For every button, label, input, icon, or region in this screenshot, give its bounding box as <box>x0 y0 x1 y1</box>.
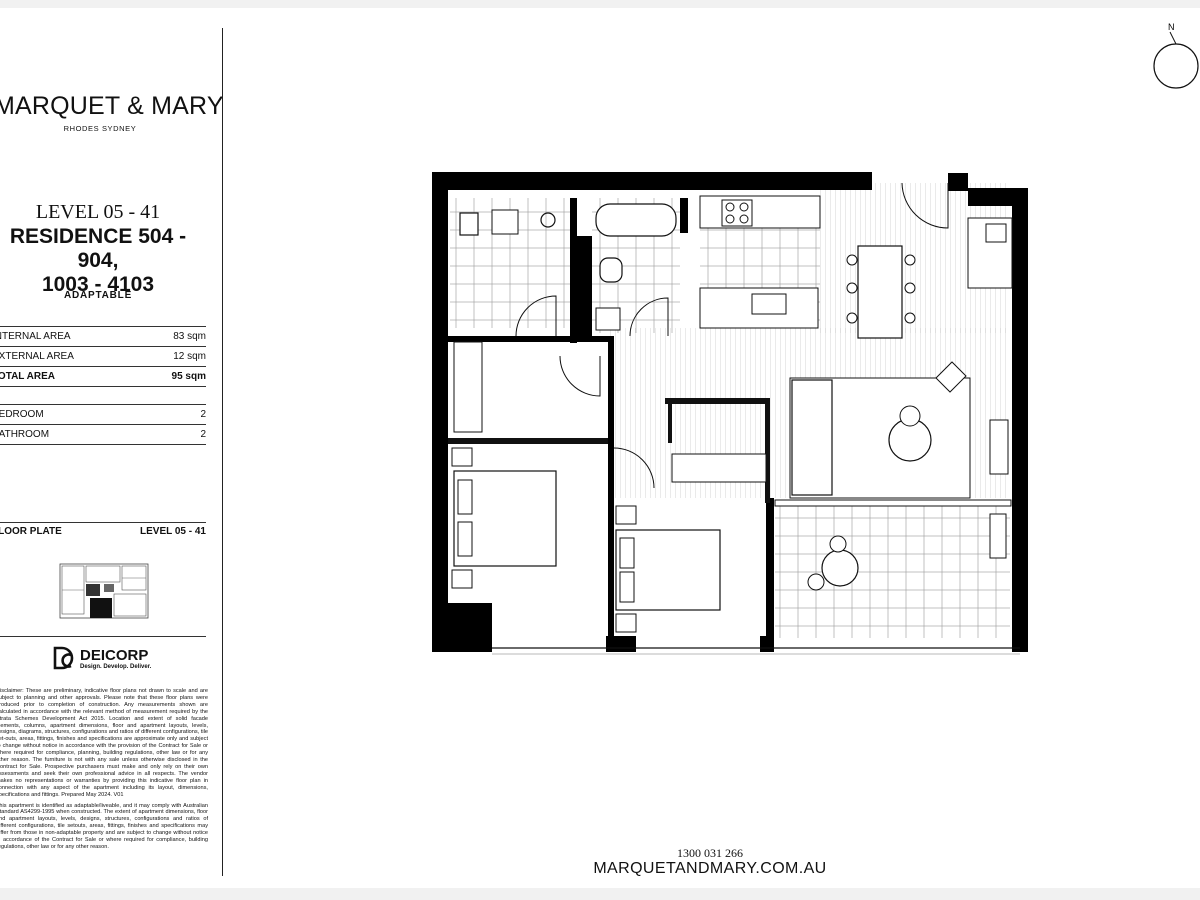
armchair-icon <box>935 361 967 393</box>
website-link[interactable]: MARQUETANDMARY.COM.AU <box>593 860 827 877</box>
room-value: 2 <box>200 429 206 440</box>
bedside-table <box>615 613 637 633</box>
door-swing-icon <box>901 182 949 229</box>
door-swing-icon <box>515 295 557 337</box>
basin-icon <box>491 209 519 235</box>
panel-divider <box>222 28 223 876</box>
area-table: INTERNAL AREA 83 sqm EXTERNAL AREA 12 sq… <box>0 326 206 387</box>
floor-plate-label: FLOOR PLATE <box>0 526 62 537</box>
area-row: EXTERNAL AREA 12 sqm <box>0 347 206 367</box>
north-label: N <box>1168 22 1175 32</box>
phone-number: 1300 031 266 <box>677 846 743 860</box>
bathtub-icon <box>595 203 677 237</box>
wardrobe <box>453 341 483 433</box>
wall-interior <box>448 336 608 342</box>
developer-name: DEICORP <box>80 646 149 664</box>
balcony-tiles <box>775 503 1010 638</box>
wall-robe <box>668 403 672 443</box>
wall-interior <box>765 398 770 503</box>
area-row: INTERNAL AREA 83 sqm <box>0 326 206 347</box>
adaptable-note: This apartment is identified as adaptabl… <box>0 802 208 850</box>
balcony-door-track <box>774 499 1012 507</box>
wall-east <box>1012 188 1028 652</box>
bedside-table <box>451 447 473 467</box>
wall-interior <box>608 336 614 636</box>
room-row: BEDROOM 2 <box>0 404 206 425</box>
chair-icon <box>904 254 916 266</box>
floorplan-sheet: MARQUET & MARY RHODES SYDNEY LEVEL 05 - … <box>0 8 1200 888</box>
divider <box>0 636 206 637</box>
wall-interior <box>766 498 774 643</box>
developer-tagline: Design. Develop. Deliver. <box>80 663 152 670</box>
sofa-icon <box>791 379 833 496</box>
toilet-icon <box>599 257 623 283</box>
area-label: TOTAL AREA <box>0 371 55 382</box>
room-label: BEDROOM <box>0 409 44 420</box>
chair-icon <box>829 535 847 553</box>
info-panel: MARQUET & MARY RHODES SYDNEY LEVEL 05 - … <box>0 8 224 888</box>
floor-plate-header: FLOOR PLATE LEVEL 05 - 41 <box>0 522 206 537</box>
kitchen-bench <box>699 195 821 229</box>
area-label: EXTERNAL AREA <box>0 351 74 362</box>
room-row: BATHROOM 2 <box>0 425 206 445</box>
wall-interior <box>448 438 608 444</box>
brand-location: RHODES SYDNEY <box>63 124 137 133</box>
door-swing-icon <box>613 447 655 489</box>
wall-south-column <box>606 636 636 652</box>
area-value: 83 sqm <box>173 331 206 342</box>
toilet-icon <box>459 212 479 236</box>
door-swing-icon <box>559 355 601 397</box>
deicorp-logo-icon <box>53 646 74 670</box>
chair-icon <box>807 573 825 591</box>
bedside-table <box>451 569 473 589</box>
area-value: 95 sqm <box>171 371 206 382</box>
shower-icon <box>540 212 556 228</box>
basin-icon <box>595 307 621 331</box>
developer-logo: DEICORP Design. Develop. Deliver. <box>52 646 151 672</box>
chair-icon <box>904 312 916 324</box>
disclaimer-text: Disclaimer: These are preliminary, indic… <box>0 688 208 798</box>
area-label: INTERNAL AREA <box>0 331 71 342</box>
disclaimer: Disclaimer: These are preliminary, indic… <box>0 688 208 851</box>
wall-north <box>432 172 872 190</box>
wall-interior <box>570 198 577 343</box>
wall-robe <box>665 398 770 404</box>
cooktop-icon <box>721 199 753 227</box>
room-label: BATHROOM <box>0 429 50 440</box>
chair-icon <box>846 312 858 324</box>
wardrobe <box>671 453 767 483</box>
armchair-icon <box>899 405 921 427</box>
wall-interior <box>680 198 688 233</box>
bedside-table <box>615 505 637 525</box>
chair-icon <box>846 254 858 266</box>
level-label: LEVEL 05 - 41 <box>35 201 161 223</box>
area-value: 12 sqm <box>173 351 206 362</box>
door-swing-icon <box>629 297 669 337</box>
north-arrow-icon: N <box>1153 22 1199 89</box>
chair-icon <box>904 282 916 294</box>
wall-north-stub <box>948 173 968 191</box>
room-table: BEDROOM 2 BATHROOM 2 <box>0 404 206 445</box>
wall-south-west <box>432 603 492 652</box>
balcony-bench <box>989 513 1007 559</box>
floor-plate-key-plan <box>59 563 149 619</box>
laundry-tub-icon <box>985 223 1007 243</box>
wall-interior <box>577 236 592 342</box>
tv-unit <box>989 419 1009 475</box>
dining-table <box>857 245 903 339</box>
area-row-total: TOTAL AREA 95 sqm <box>0 367 206 387</box>
chair-icon <box>846 282 858 294</box>
wall-west <box>432 172 448 652</box>
residence-line-2: 1003 - 4103 <box>41 273 155 296</box>
residence-title: RESIDENCE 504 - 904, 1003 - 4103 <box>0 225 206 297</box>
floor-plate-value: LEVEL 05 - 41 <box>140 526 206 537</box>
sink-icon <box>751 293 787 315</box>
balcony-table <box>821 549 859 587</box>
brand-name: MARQUET & MARY <box>0 92 224 120</box>
residence-line-1: RESIDENCE 504 - 904, <box>9 225 187 272</box>
room-value: 2 <box>200 409 206 420</box>
unit-type: ADAPTABLE <box>63 290 133 301</box>
floor-plan-drawing <box>432 172 1028 655</box>
